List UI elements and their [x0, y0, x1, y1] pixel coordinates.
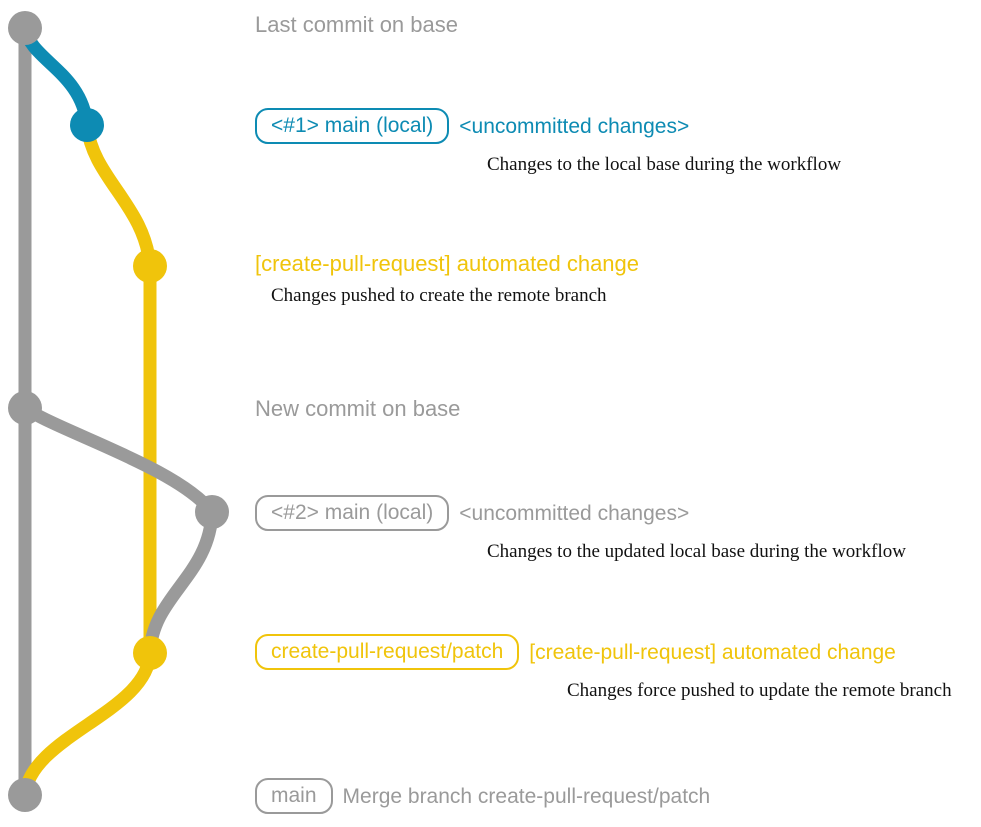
- edge-patch2-to-merge: [18, 646, 157, 802]
- commit-row-patch-1: [create-pull-request] automated change C…: [255, 251, 640, 306]
- commit-node-base-head[interactable]: [8, 11, 42, 45]
- ref-badge-main-local-1[interactable]: <#1> main (local): [255, 108, 450, 144]
- commit-node-local-1[interactable]: [70, 108, 104, 142]
- commit-node-merge[interactable]: [8, 778, 42, 812]
- commit-subject-last-commit: Last commit on base: [255, 12, 458, 37]
- commit-row-local-1: <#1> main (local) <uncommitted changes> C…: [255, 108, 841, 174]
- commit-node-patch-2[interactable]: [133, 636, 167, 670]
- ref-badge-main-local-2[interactable]: <#2> main (local): [255, 495, 450, 531]
- commit-subject-local-1: <uncommitted changes>: [459, 114, 690, 138]
- commit-node-patch-1[interactable]: [133, 249, 167, 283]
- edge-basenew-to-local2: [18, 401, 219, 519]
- ref-badge-create-pull-request-patch[interactable]: create-pull-request/patch: [255, 634, 520, 670]
- commit-subject-patch-1: [create-pull-request] automated change: [255, 251, 640, 276]
- edge-local2-to-patch2: [143, 505, 219, 660]
- edge-local1-to-patch1: [80, 118, 157, 273]
- commit-row-local-2: <#2> main (local) <uncommitted changes> C…: [255, 495, 906, 561]
- ref-badge-main[interactable]: main: [255, 778, 333, 814]
- commit-headline-patch-2: create-pull-request/patch [create-pull-re…: [255, 634, 952, 670]
- commit-note-local-2: Changes to the updated local base during…: [487, 541, 906, 562]
- commit-row-merge: main Merge branch create-pull-request/pat…: [255, 778, 710, 814]
- commit-row-new-commit: New commit on base: [255, 398, 460, 420]
- commit-headline-merge: main Merge branch create-pull-request/pat…: [255, 778, 710, 814]
- commit-graph: [8, 11, 229, 812]
- commit-note-local-1: Changes to the local base during the wor…: [487, 154, 842, 175]
- commit-node-base-new[interactable]: [8, 391, 42, 425]
- commit-subject-new-commit: New commit on base: [255, 396, 461, 421]
- commit-node-local-2[interactable]: [195, 495, 229, 529]
- commit-headline-local-2: <#2> main (local) <uncommitted changes>: [255, 495, 906, 531]
- commit-note-patch-2: Changes force pushed to update the remot…: [567, 680, 952, 701]
- commit-subject-local-2: <uncommitted changes>: [459, 501, 690, 525]
- commit-subject-patch-2: [create-pull-request] automated change: [529, 640, 896, 664]
- commit-note-patch-1: Changes pushed to create the remote bran…: [271, 285, 607, 306]
- commit-row-last-commit: Last commit on base: [255, 14, 458, 36]
- commit-headline-local-1: <#1> main (local) <uncommitted changes>: [255, 108, 841, 144]
- commit-row-patch-2: create-pull-request/patch [create-pull-re…: [255, 634, 952, 700]
- commit-subject-merge: Merge branch create-pull-request/patch: [342, 784, 711, 808]
